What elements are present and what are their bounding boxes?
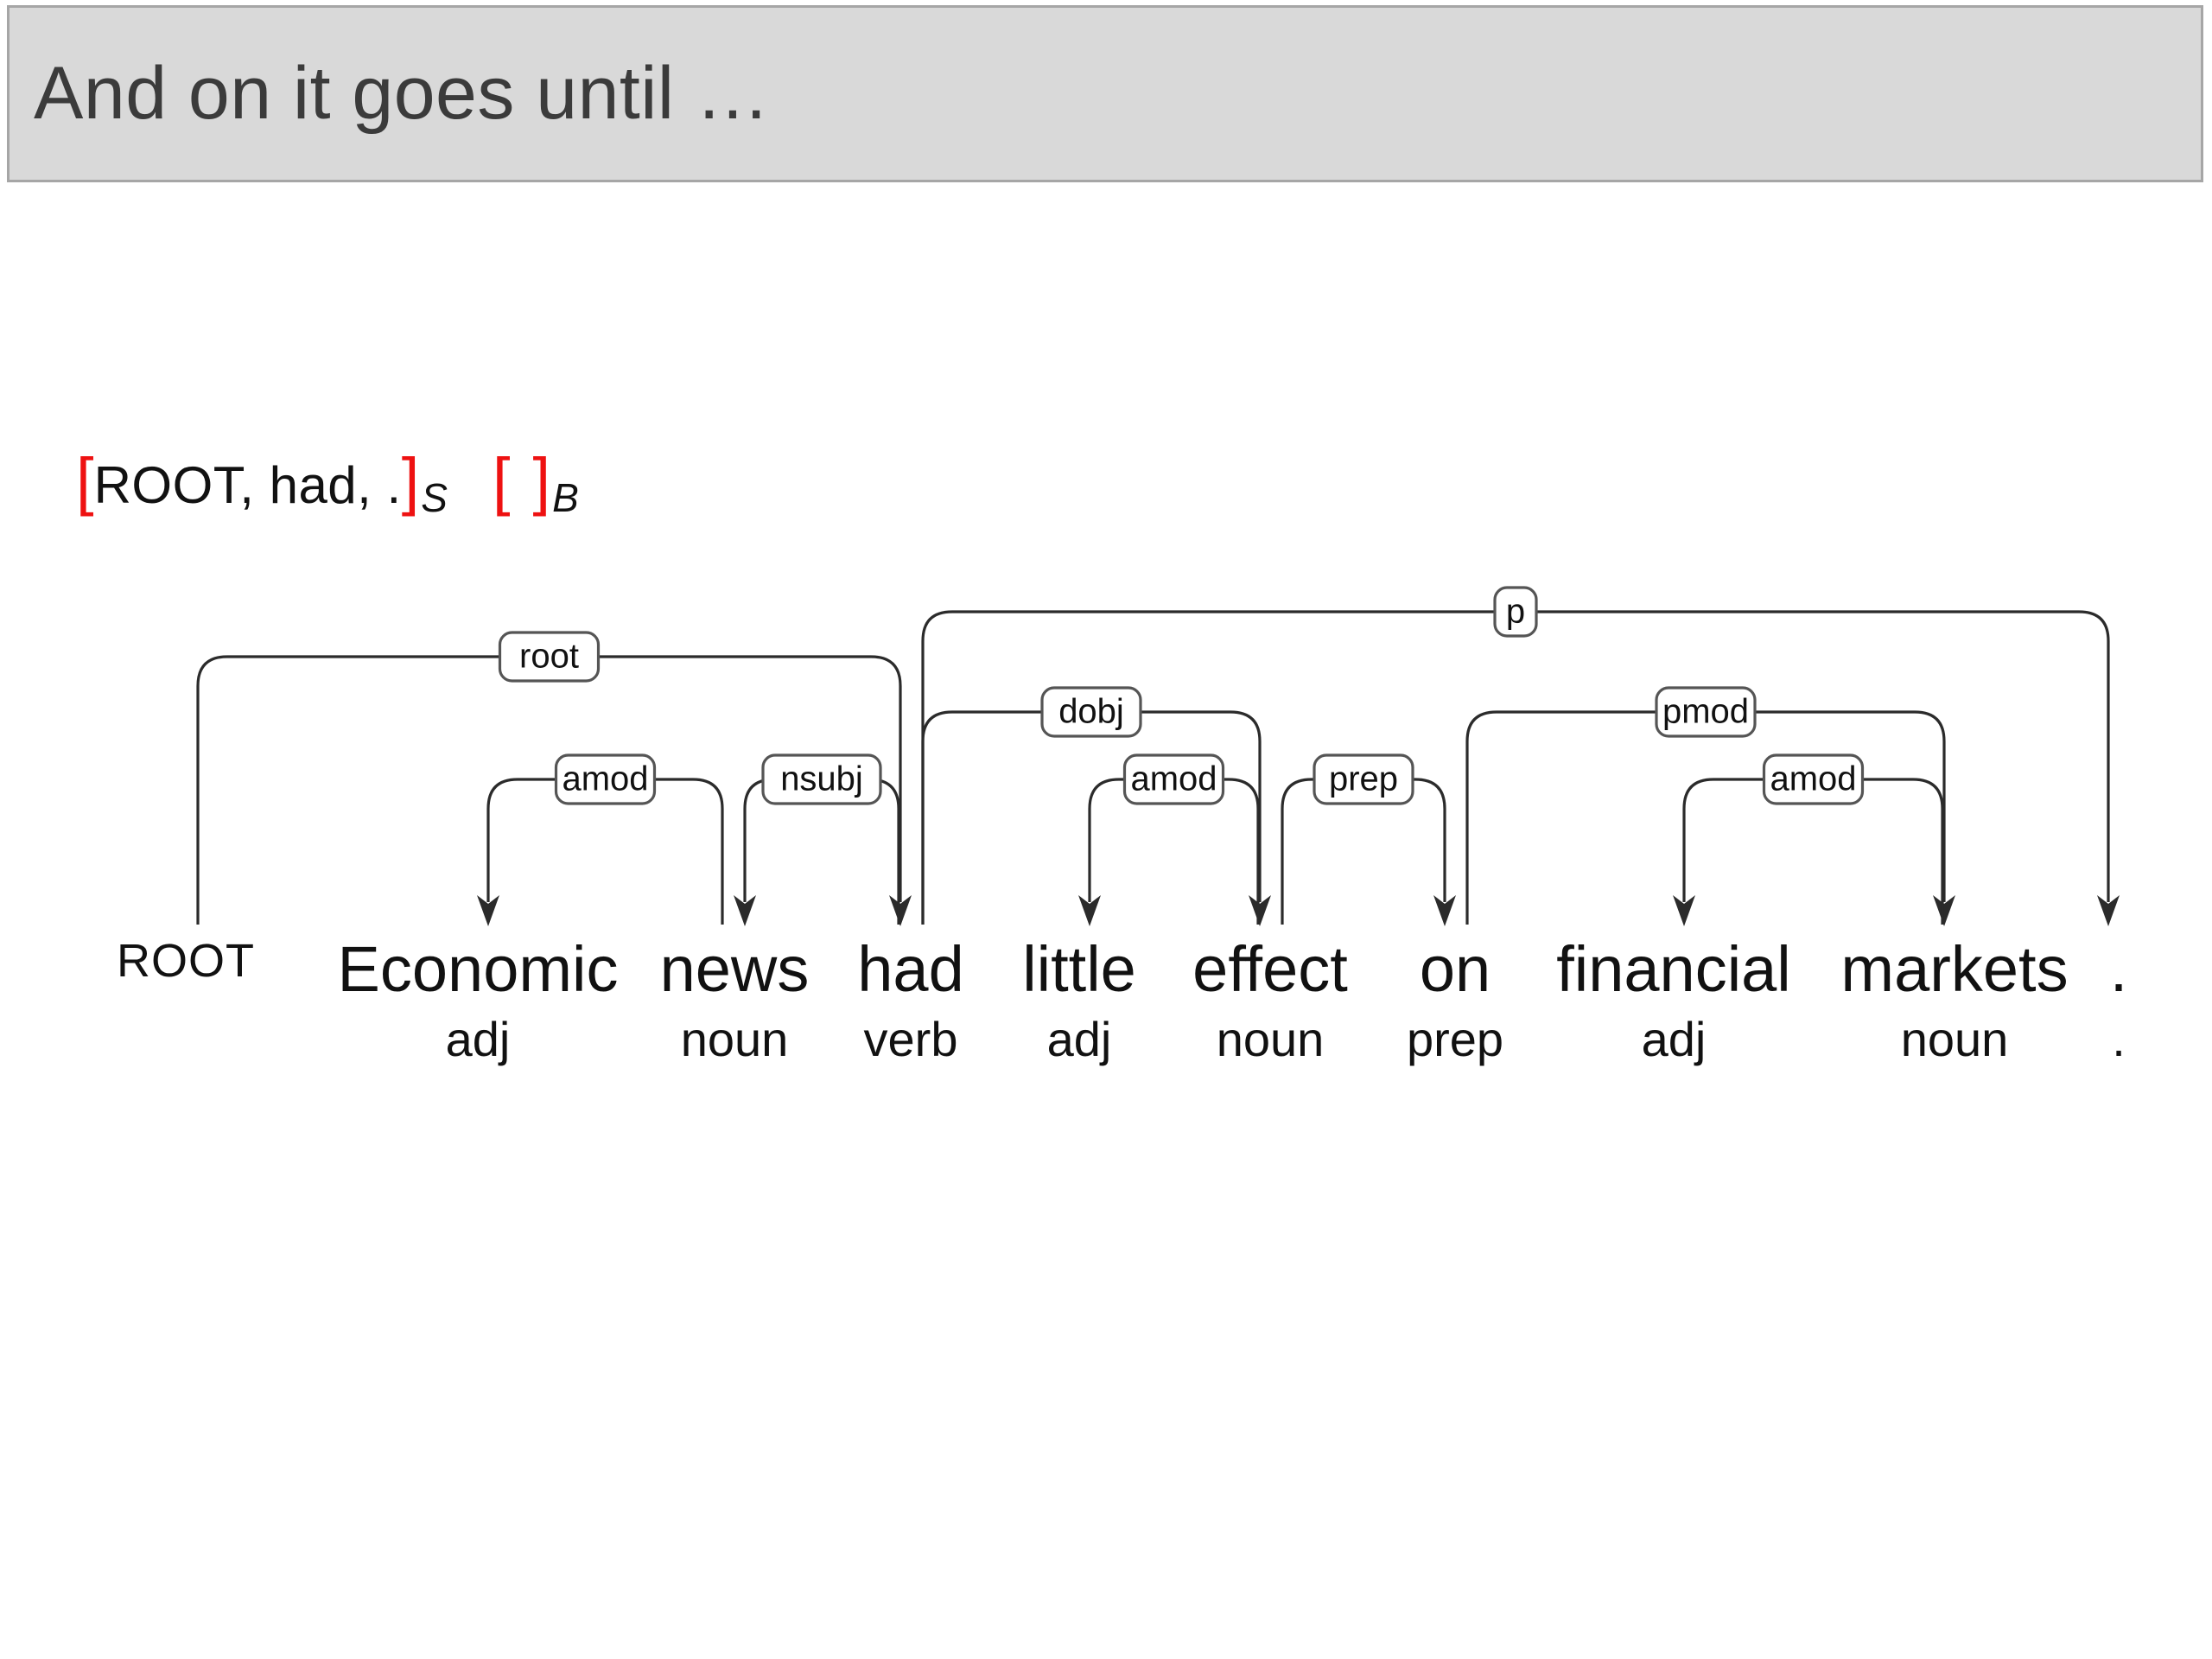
token-word: on	[1419, 933, 1491, 1005]
arc-label-box	[1313, 753, 1414, 805]
arc-arrowhead	[477, 895, 499, 926]
stack-subscript: S	[421, 475, 448, 521]
parser-configuration: [ROOT, had, .]S[]B	[76, 449, 579, 518]
arc-label-text: p	[1506, 593, 1525, 631]
slide-title-bar: And on it goes until …	[7, 5, 2203, 182]
arc-arrowhead	[1933, 895, 1955, 926]
arc-label-box	[554, 753, 657, 805]
token-pos-tag: adj	[1641, 1012, 1707, 1066]
arc-arrowhead	[1078, 895, 1101, 926]
token-pos-tag: .	[2112, 1012, 2126, 1066]
token-word: had	[857, 933, 964, 1005]
token-word: news	[659, 933, 810, 1005]
arc-arrowhead	[889, 895, 912, 926]
stack-contents: ROOT, had, .	[93, 456, 402, 514]
dependency-arc-p	[921, 610, 2110, 925]
arc-arrowhead	[734, 895, 756, 926]
token-word: financial	[1556, 933, 1791, 1005]
arc-arrowhead	[1673, 895, 1695, 926]
buffer-subscript: B	[552, 475, 579, 521]
arc-arrowhead	[1433, 895, 1456, 926]
arc-label-box	[1762, 753, 1865, 805]
token-pos-row: adj noun verb adj noun prep adj noun.	[0, 1015, 2212, 1093]
dependency-arc-dobj	[921, 710, 1262, 925]
token-word: markets	[1840, 933, 2069, 1005]
token-pos-tag: noun	[1900, 1012, 2009, 1066]
arc-label-text: dobj	[1058, 693, 1124, 731]
arc-label-text: pmod	[1662, 693, 1749, 731]
token-word: .	[2109, 933, 2128, 1005]
arc-arrowhead	[2097, 895, 2120, 926]
dependency-arc-pmod	[1465, 710, 1946, 925]
arc-label-box	[761, 753, 882, 805]
token-pos-tag: adj	[445, 1012, 511, 1066]
arc-label-box	[1122, 753, 1225, 805]
arc-arrowhead	[1249, 895, 1271, 926]
arc-label-text: amod	[1770, 760, 1856, 798]
token-word: ROOT	[117, 935, 255, 987]
arc-label-text: amod	[562, 760, 648, 798]
buffer-open-bracket: [	[492, 445, 511, 517]
token-word: effect	[1192, 933, 1348, 1005]
stack-close-bracket: ]	[401, 445, 420, 517]
arc-label-text: root	[519, 638, 579, 676]
arc-label-box	[498, 631, 601, 683]
token-pos-tag: verb	[863, 1012, 958, 1066]
arc-label-box	[1040, 686, 1142, 738]
token-word: Economic	[337, 933, 619, 1005]
page-title: And on it goes until …	[34, 52, 771, 135]
token-pos-tag: noun	[680, 1012, 789, 1066]
buffer-close-bracket: ]	[532, 445, 551, 517]
arc-label-box	[1493, 586, 1538, 638]
arc-label-box	[1655, 686, 1757, 738]
token-pos-tag: prep	[1406, 1012, 1504, 1066]
arc-label-text: prep	[1329, 760, 1398, 798]
token-word: little	[1022, 933, 1136, 1005]
arc-label-text: nsubj	[780, 760, 863, 798]
token-pos-tag: adj	[1046, 1012, 1112, 1066]
token-pos-tag: noun	[1216, 1012, 1325, 1066]
arc-label-text: amod	[1130, 760, 1217, 798]
stack-open-bracket: [	[76, 445, 94, 517]
